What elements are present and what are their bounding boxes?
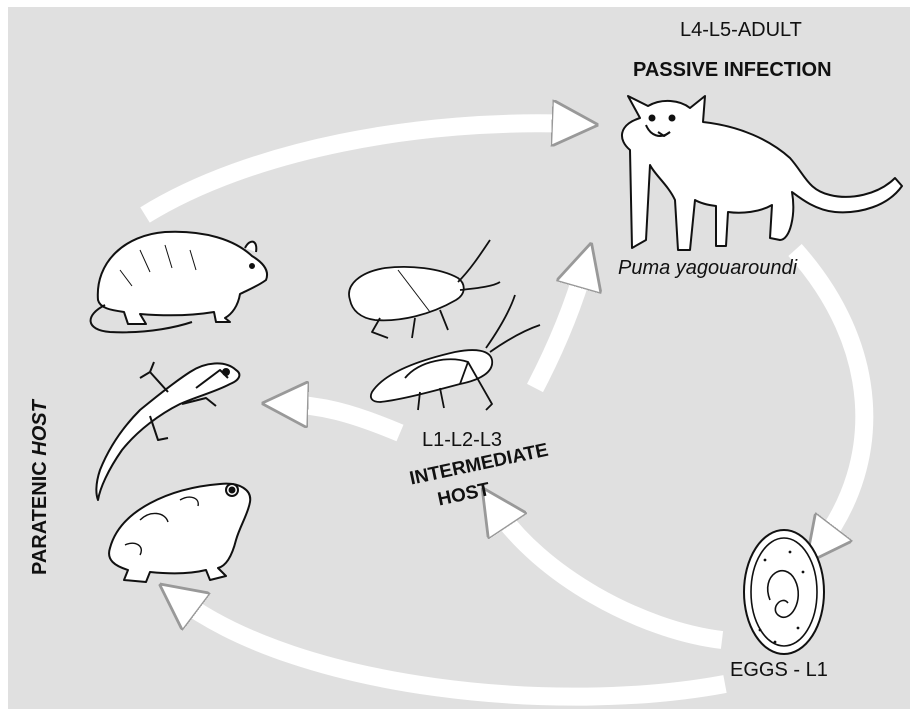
arrow-intermediate-to-paratenic xyxy=(285,404,400,433)
adult-stage-label: L4-L5-ADULT xyxy=(680,20,802,40)
arrow-paratenic-to-puma xyxy=(145,123,575,215)
larval-stages-label: L1-L2-L3 xyxy=(422,430,502,450)
rat-illustration xyxy=(91,232,267,333)
arrow-puma-to-eggs xyxy=(795,250,864,545)
gecko-illustration xyxy=(96,362,239,500)
passive-infection-label: PASSIVE INFECTION xyxy=(633,60,832,80)
egg-illustration xyxy=(744,530,824,654)
cockroach-illustration xyxy=(349,240,500,338)
paratenic-host-word: HOST xyxy=(29,400,51,456)
puma-illustration xyxy=(622,96,902,250)
arrow-intermediate-to-puma xyxy=(535,265,585,388)
arrow-eggs-to-intermediate xyxy=(495,507,722,640)
definitive-host-label: Puma yagouaroundi xyxy=(618,258,797,278)
toad-illustration xyxy=(109,484,250,582)
paratenic-host-label: PARATENIC HOST xyxy=(30,400,50,575)
eggs-label: EGGS - L1 xyxy=(730,660,828,680)
paratenic-word: PARATENIC xyxy=(29,461,51,575)
